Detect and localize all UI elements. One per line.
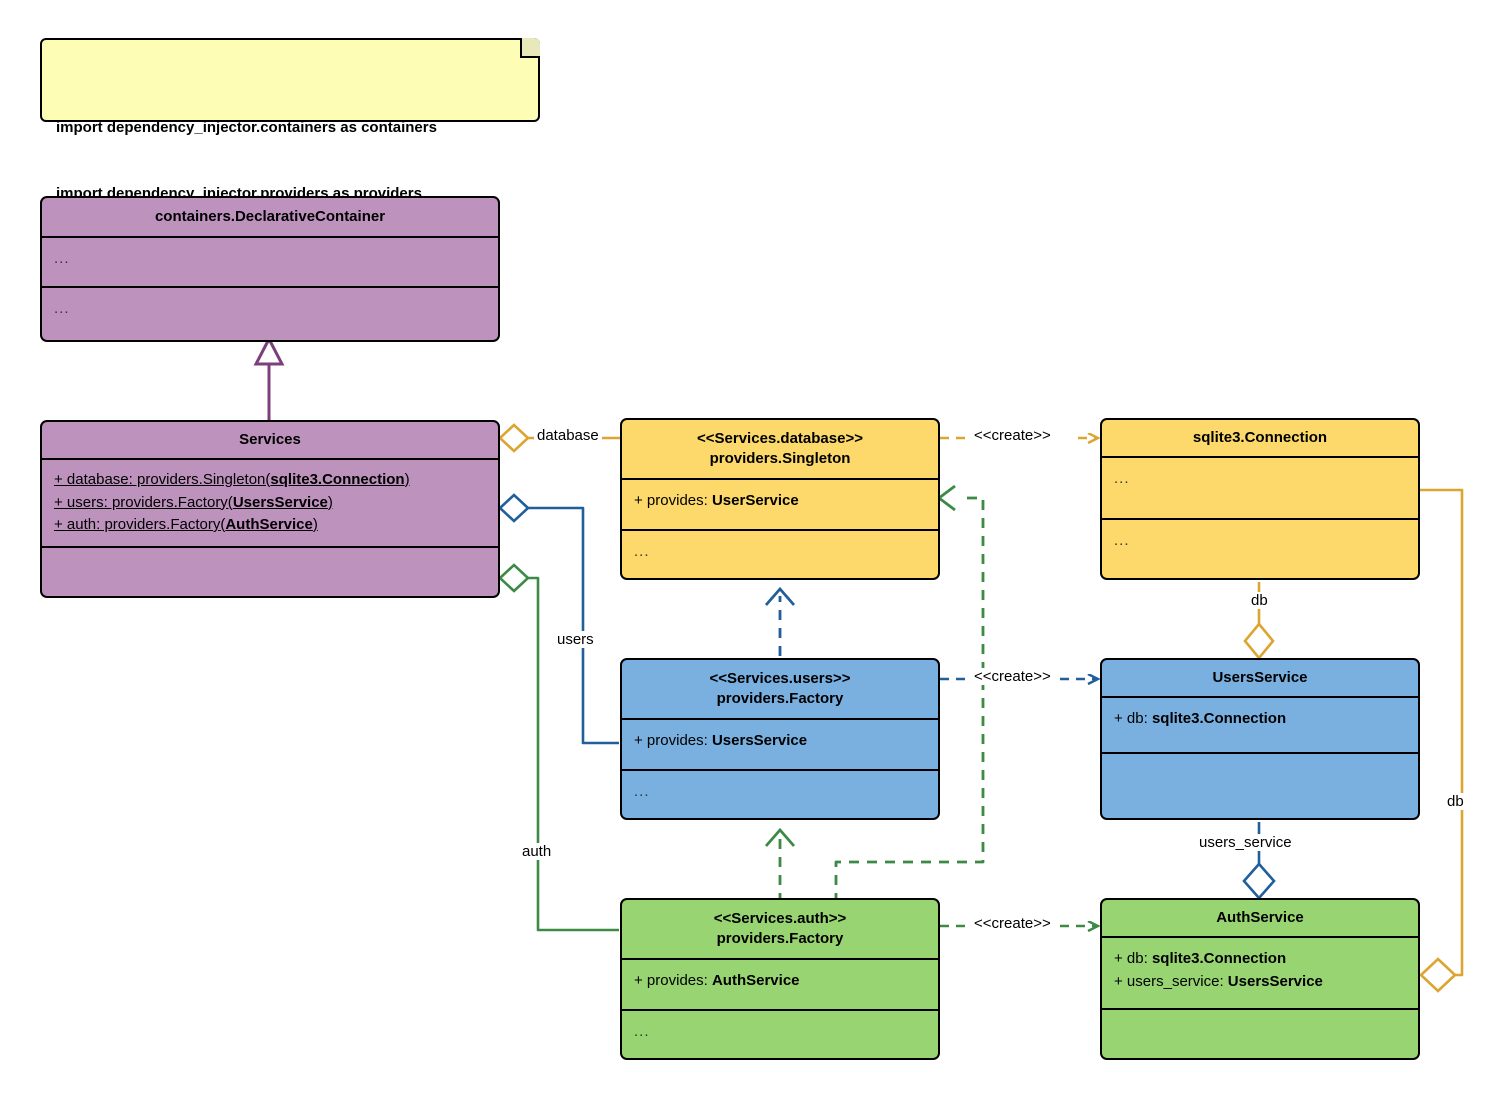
edge-generalization-services [253,335,285,420]
class-operations-services-database: ... [634,543,650,560]
class-attributes-users-service: + db: sqlite3.Connection [1102,698,1418,754]
stereotype-services-auth: <<Services.auth>> [713,909,847,927]
edge-label-users-service: users_service [1196,834,1295,851]
class-attributes-auth-service: + db: sqlite3.Connection + users_service… [1102,938,1418,1010]
class-box-services-users[interactable]: <<Services.users>> providers.Factory + p… [620,658,940,820]
edge-label-create-database: <<create>> [971,427,1054,444]
note-fold-corner [520,38,540,58]
edge-aggregation-db-auth [1419,488,1464,993]
stereotype-services-users: <<Services.users>> [709,669,851,687]
classname-services-auth: providers.Factory [716,930,844,947]
class-box-auth-service[interactable]: AuthService + db: sqlite3.Connection + u… [1100,898,1420,1060]
edge-label-create-auth: <<create>> [971,915,1054,932]
attribute-users: + users: providers.Factory(UsersService) [54,493,333,511]
class-title-users-service: UsersService [1102,660,1418,698]
classname-services-users: providers.Factory [716,690,844,707]
class-title-services: Services [42,422,498,460]
import-note: import dependency_injector.containers as… [40,38,540,202]
class-operations-declarative-container: ... [54,300,70,317]
edge-label-db-users: db [1248,592,1271,609]
class-attributes-services-auth: + provides: AuthService [622,960,938,1011]
class-title-sqlite3-connection: sqlite3.Connection [1102,420,1418,458]
edge-realize-users-database [764,586,796,656]
class-operations-services-auth: ... [634,1023,650,1040]
edge-aggregation-users [498,493,619,745]
class-box-services[interactable]: Services + database: providers.Singleton… [40,420,500,598]
class-attributes-services-users: + provides: UsersService [622,720,938,771]
class-operations-auth-service [1102,1010,1418,1058]
class-box-sqlite3-connection[interactable]: sqlite3.Connection ... ... [1100,418,1420,580]
class-attributes-services: + database: providers.Singleton(sqlite3.… [42,460,498,548]
stereotype-services-database: <<Services.database>> [697,429,863,447]
class-title-services-users: <<Services.users>> providers.Factory [622,660,938,720]
edge-label-database: database [534,427,602,444]
attribute-auth-db: + db: sqlite3.Connection [1114,950,1287,967]
class-box-services-database[interactable]: <<Services.database>> providers.Singleto… [620,418,940,580]
class-operations-users-service [1102,754,1418,818]
class-box-services-auth[interactable]: <<Services.auth>> providers.Factory + pr… [620,898,940,1060]
edge-label-users: users [554,631,597,648]
class-title-services-auth: <<Services.auth>> providers.Factory [622,900,938,960]
class-attributes-declarative-container: ... [42,238,498,288]
class-operations-sqlite3-connection: ... [1114,532,1130,549]
edge-realize-auth-users [764,827,796,903]
class-attributes-sqlite3-connection: ... [1102,458,1418,520]
edge-aggregation-auth [498,563,619,932]
class-box-users-service[interactable]: UsersService + db: sqlite3.Connection [1100,658,1420,820]
note-line-1: import dependency_injector.containers as… [56,119,437,137]
class-attributes-services-database: + provides: UserService [622,480,938,531]
class-operations-services-users: ... [634,783,650,800]
class-title-declarative-container: containers.DeclarativeContainer [42,198,498,238]
class-box-declarative-container[interactable]: containers.DeclarativeContainer ... ... [40,196,500,342]
class-title-auth-service: AuthService [1102,900,1418,938]
attribute-database: + database: providers.Singleton(sqlite3.… [54,471,410,488]
attribute-auth: + auth: providers.Factory(AuthService) [54,516,318,533]
attribute-auth-users-service: + users_service: UsersService [1114,972,1323,990]
class-title-services-database: <<Services.database>> providers.Singleto… [622,420,938,480]
edge-label-create-users: <<create>> [971,668,1054,685]
classname-services-database: providers.Singleton [709,450,851,467]
edge-label-auth: auth [519,843,555,860]
class-operations-services [42,548,498,595]
edge-label-db-auth: db [1444,793,1467,810]
